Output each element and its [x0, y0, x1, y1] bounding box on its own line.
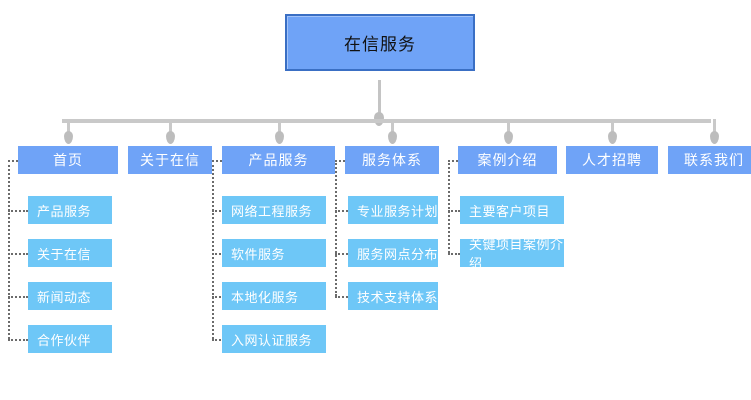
level3-node-3-3[interactable]: 本地化服务: [222, 282, 326, 310]
level3-connector-stub: [8, 253, 28, 255]
level3-connector-parent-stub: [448, 160, 458, 162]
level2-connector-diamond: [274, 131, 284, 144]
level3-node-1-2[interactable]: 关于在信: [28, 239, 112, 267]
level3-node-4-2[interactable]: 服务网点分布: [348, 239, 438, 267]
level2-connector-diamond: [503, 131, 513, 144]
level2-connector-drop: [169, 119, 172, 136]
level3-connector-parent-stub: [212, 160, 222, 162]
level3-node-1-4[interactable]: 合作伙伴: [28, 325, 112, 353]
level2-node-5[interactable]: 案例介绍: [458, 146, 557, 174]
root-connector-vertical: [378, 80, 381, 121]
level3-connector-stub: [8, 296, 28, 298]
level3-connector-parent-stub: [335, 160, 345, 162]
level3-connector-stub: [335, 296, 348, 298]
level2-connector-drop: [611, 119, 614, 136]
level3-node-5-2[interactable]: 关键项目案例介绍: [460, 238, 564, 272]
level2-connector-diamond: [166, 131, 175, 144]
level2-node-7[interactable]: 联系我们: [668, 146, 751, 174]
level3-node-3-4[interactable]: 入网认证服务: [222, 325, 326, 353]
level3-connector-rail: [448, 160, 450, 253]
level3-connector-stub: [448, 210, 460, 212]
level3-node-4-1[interactable]: 专业服务计划: [348, 196, 438, 224]
level2-connector-diamond: [64, 131, 73, 144]
level3-connector-stub: [335, 210, 348, 212]
level3-node-3-1[interactable]: 网络工程服务: [222, 196, 326, 224]
level2-node-3[interactable]: 产品服务: [222, 146, 335, 174]
level2-connector-drop: [506, 119, 510, 136]
level3-connector-stub: [212, 210, 224, 212]
level3-connector-rail: [335, 160, 337, 296]
level2-connector-bus: [62, 119, 711, 123]
level2-node-2[interactable]: 关于在信: [128, 146, 212, 174]
level3-node-4-3[interactable]: 技术支持体系: [348, 282, 438, 310]
level3-node-1-3[interactable]: 新闻动态: [28, 282, 112, 310]
level3-node-1-1[interactable]: 产品服务: [28, 196, 112, 224]
level2-connector-diamond: [710, 131, 719, 144]
level3-connector-stub: [8, 210, 28, 212]
level3-connector-parent-stub: [8, 160, 18, 162]
level2-connector-drop: [277, 119, 281, 136]
level3-connector-stub: [212, 253, 224, 255]
level3-node-3-2[interactable]: 软件服务: [222, 239, 326, 267]
level2-connector-diamond: [388, 131, 397, 144]
level2-connector-drop: [67, 119, 70, 136]
level3-connector-stub: [448, 253, 460, 255]
level3-connector-rail: [212, 160, 214, 339]
level2-connector-drop: [713, 119, 716, 136]
level3-connector-stub: [335, 253, 348, 255]
level3-connector-stub: [8, 339, 28, 341]
level2-node-1[interactable]: 首页: [18, 146, 118, 174]
level3-node-5-1[interactable]: 主要客户项目: [460, 196, 564, 224]
level2-node-6[interactable]: 人才招聘: [566, 146, 658, 174]
level2-connector-drop: [391, 119, 394, 136]
level3-connector-stub: [212, 296, 224, 298]
level3-connector-stub: [212, 339, 224, 341]
level2-connector-diamond: [608, 131, 617, 144]
root-node[interactable]: 在信服务: [285, 14, 475, 71]
level3-connector-rail: [8, 160, 10, 339]
level2-node-4[interactable]: 服务体系: [345, 146, 439, 174]
